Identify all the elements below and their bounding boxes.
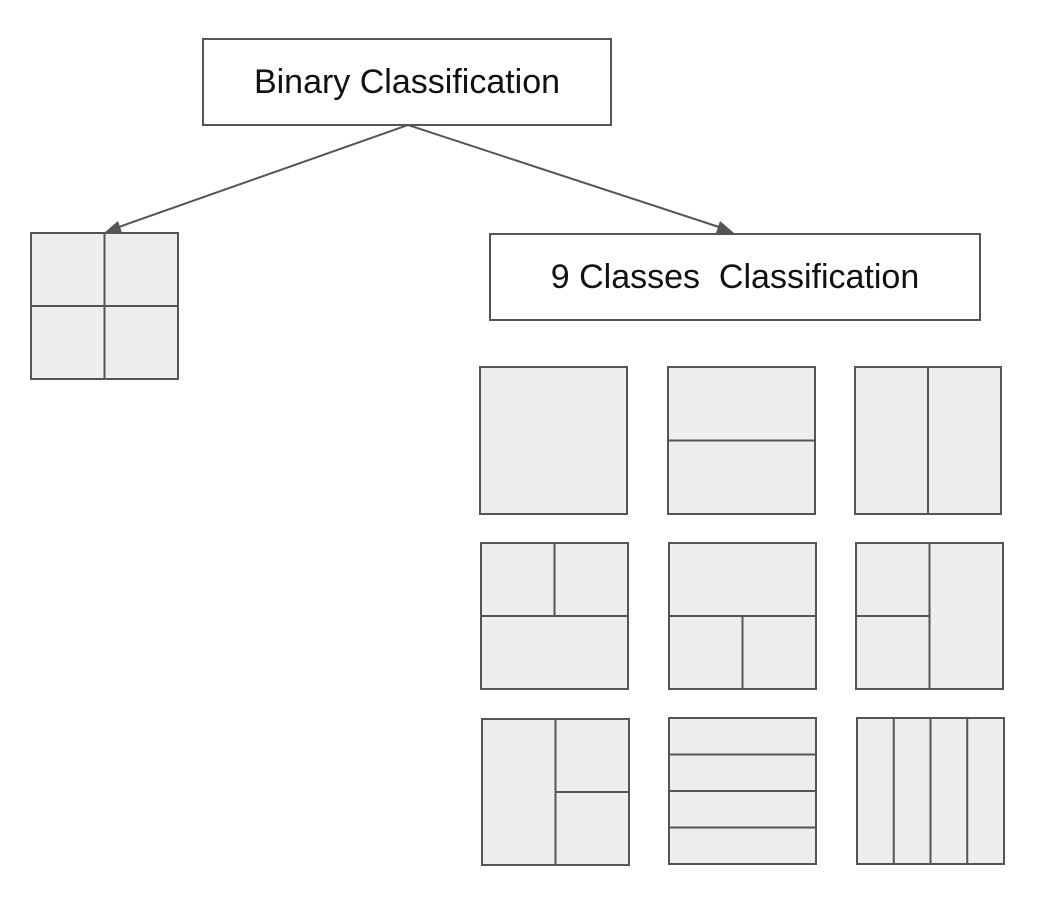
binary-classification-node: Binary Classification (202, 38, 612, 126)
class-vertical-split-block (854, 366, 1002, 515)
arrowhead-quad-split (104, 221, 122, 233)
arrowhead-nine-classes (716, 221, 734, 233)
binary-classification-label: Binary Classification (253, 62, 561, 101)
binary-quad-split-block (30, 232, 179, 380)
class-horizontal-four-split-block (668, 717, 817, 865)
class-left-split-block (855, 542, 1004, 690)
class-no-split-block (479, 366, 628, 515)
nine-class-grid (479, 366, 1005, 866)
class-right-split-block (481, 718, 630, 866)
class-bottom-split-block (668, 542, 817, 690)
nine-classes-classification-node: 9 Classes Classification (489, 233, 981, 321)
class-top-split-block (480, 542, 629, 690)
edges (104, 124, 734, 233)
class-horizontal-split-block (667, 366, 816, 515)
nine-classes-classification-label: 9 Classes Classification (550, 257, 920, 296)
edge-binary-to-quad-split (115, 124, 409, 229)
edge-binary-to-nine-classes (407, 124, 723, 229)
class-vertical-four-split-block (856, 717, 1005, 865)
